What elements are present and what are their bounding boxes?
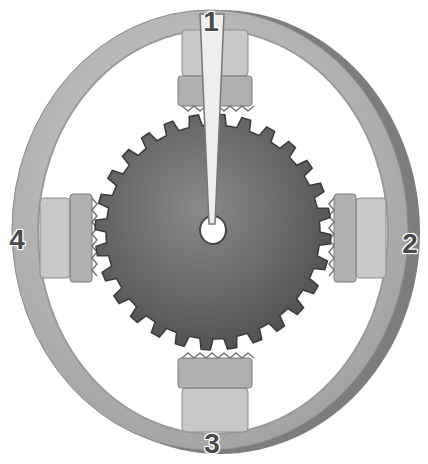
position-pointer	[200, 14, 224, 224]
callout-number: 4	[9, 226, 25, 254]
callout-number: 2	[402, 230, 418, 258]
stator-pole	[329, 194, 386, 282]
stator-pole	[178, 353, 254, 432]
callout-number: 3	[204, 430, 220, 458]
stator-ring	[12, 10, 408, 450]
stator-pole	[40, 194, 97, 282]
callout-number: 1	[203, 8, 219, 36]
